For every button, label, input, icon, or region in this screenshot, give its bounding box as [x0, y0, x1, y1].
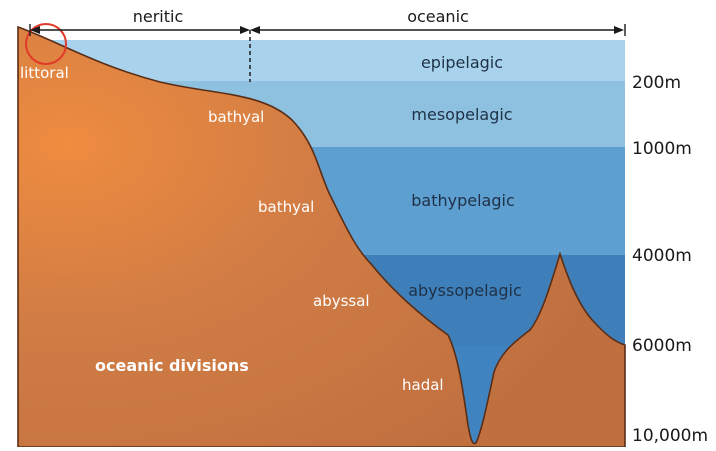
bathyal-lower-label: bathyal — [258, 198, 314, 216]
diagram-title: oceanic divisions — [95, 356, 249, 375]
depth-200-label: 200m — [632, 73, 681, 93]
bathypelagic-label: bathypelagic — [411, 191, 515, 210]
neritic-label: neritic — [133, 7, 184, 26]
bathyal-upper-label: bathyal — [208, 108, 264, 126]
depth-10000-label: 10,000m — [632, 426, 708, 446]
hadal-label: hadal — [402, 376, 444, 394]
depth-6000-label: 6000m — [632, 336, 692, 356]
depth-4000-label: 4000m — [632, 246, 692, 266]
oceanic-label: oceanic — [407, 7, 469, 26]
abyssal-label: abyssal — [313, 292, 370, 310]
depth-1000-label: 1000m — [632, 139, 692, 159]
mesopelagic-label: mesopelagic — [411, 105, 512, 124]
epipelagic-label: epipelagic — [421, 53, 503, 72]
abyssopelagic-label: abyssopelagic — [408, 281, 522, 300]
littoral-label: littoral — [20, 64, 69, 82]
